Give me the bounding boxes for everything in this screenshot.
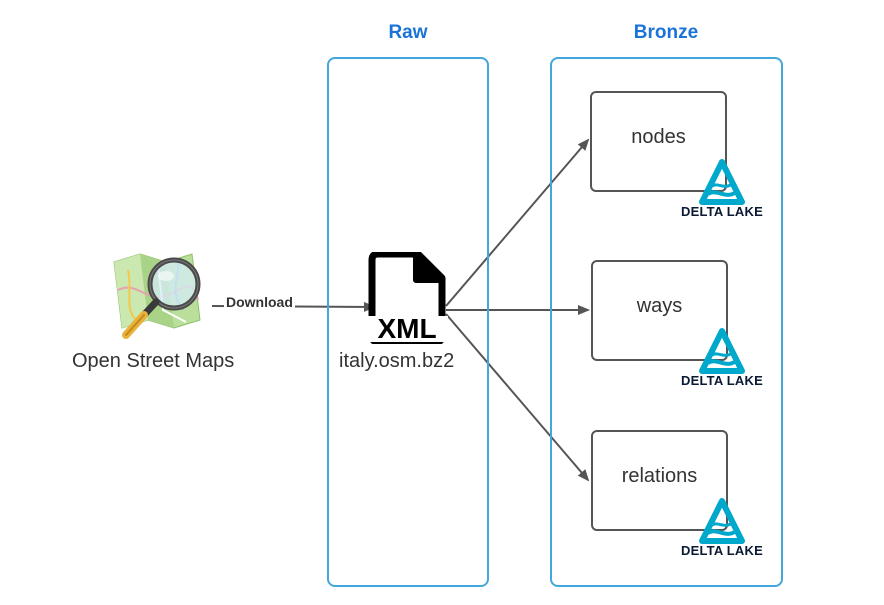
delta-lake-logo: DELTA LAKE (674, 158, 770, 228)
delta-lake-icon (699, 498, 745, 544)
osm-label: Open Street Maps (72, 350, 235, 372)
table-nodes: nodes (590, 91, 727, 192)
osm-magnifier-map-icon (108, 250, 212, 350)
table-ways: ways (591, 260, 728, 361)
bronze-title: Bronze (633, 22, 699, 43)
file-name: italy.osm.bz2 (339, 350, 455, 372)
bronze-lane (550, 57, 783, 587)
xml-badge: XML (377, 313, 437, 344)
arrow-to-relations (445, 313, 590, 482)
delta-lake-text: DELTA LAKE (681, 373, 763, 388)
download-label: Download (224, 294, 295, 310)
raw-lane (327, 57, 489, 587)
delta-lake-icon (699, 159, 745, 205)
delta-lake-text: DELTA LAKE (681, 543, 763, 558)
raw-title: Raw (388, 22, 428, 43)
table-relations-label: relations (621, 465, 698, 487)
table-ways-label: ways (636, 295, 683, 317)
arrow-to-nodes (445, 138, 590, 307)
table-nodes-label: nodes (631, 126, 686, 148)
delta-lake-icon (699, 328, 745, 374)
delta-lake-text: DELTA LAKE (681, 204, 763, 219)
xml-file-icon: XML (366, 250, 448, 346)
delta-lake-logo: DELTA LAKE (674, 327, 770, 397)
delta-lake-logo: DELTA LAKE (674, 497, 770, 567)
table-relations: relations (591, 430, 728, 531)
